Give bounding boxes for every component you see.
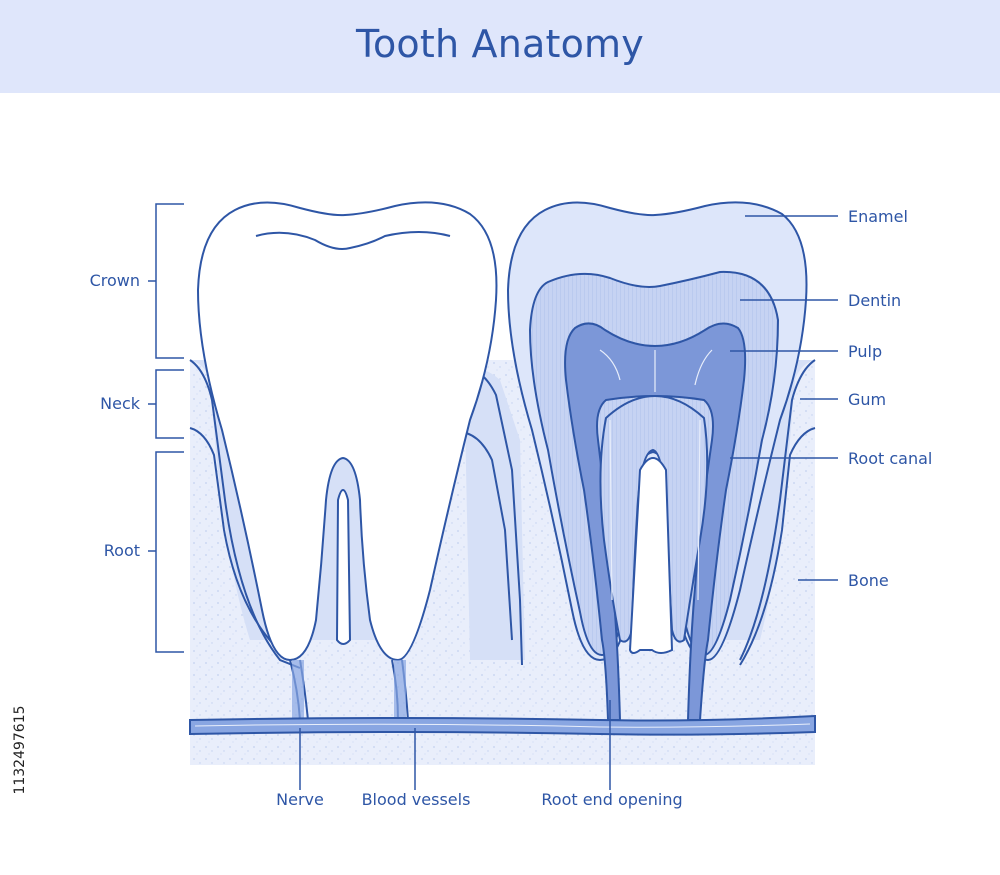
label-root-canal: Root canal — [848, 449, 932, 468]
apex-vessels — [289, 659, 409, 721]
label-bone: Bone — [848, 571, 889, 590]
leader-lines — [299, 215, 838, 790]
stock-id: 1132497615 — [8, 640, 32, 860]
label-root: Root — [104, 541, 140, 560]
label-neck: Neck — [100, 394, 141, 413]
page-title: Tooth Anatomy — [356, 22, 644, 66]
label-nerve: Nerve — [276, 790, 324, 809]
label-enamel: Enamel — [848, 207, 908, 226]
nerve-channel — [189, 714, 816, 736]
label-gum: Gum — [848, 390, 886, 409]
bracket-crown — [148, 203, 184, 359]
stock-id-text: 1132497615 — [12, 705, 28, 795]
label-dentin: Dentin — [848, 291, 901, 310]
title-banner — [0, 0, 1000, 93]
label-crown: Crown — [90, 271, 140, 290]
label-pulp: Pulp — [848, 342, 882, 361]
label-root-end-opening: Root end opening — [541, 790, 682, 809]
right-tooth-section — [506, 201, 808, 721]
left-tooth — [196, 201, 498, 662]
bracket-neck — [148, 369, 184, 439]
label-blood-vessels: Blood vessels — [362, 790, 471, 809]
bracket-root — [148, 451, 184, 653]
